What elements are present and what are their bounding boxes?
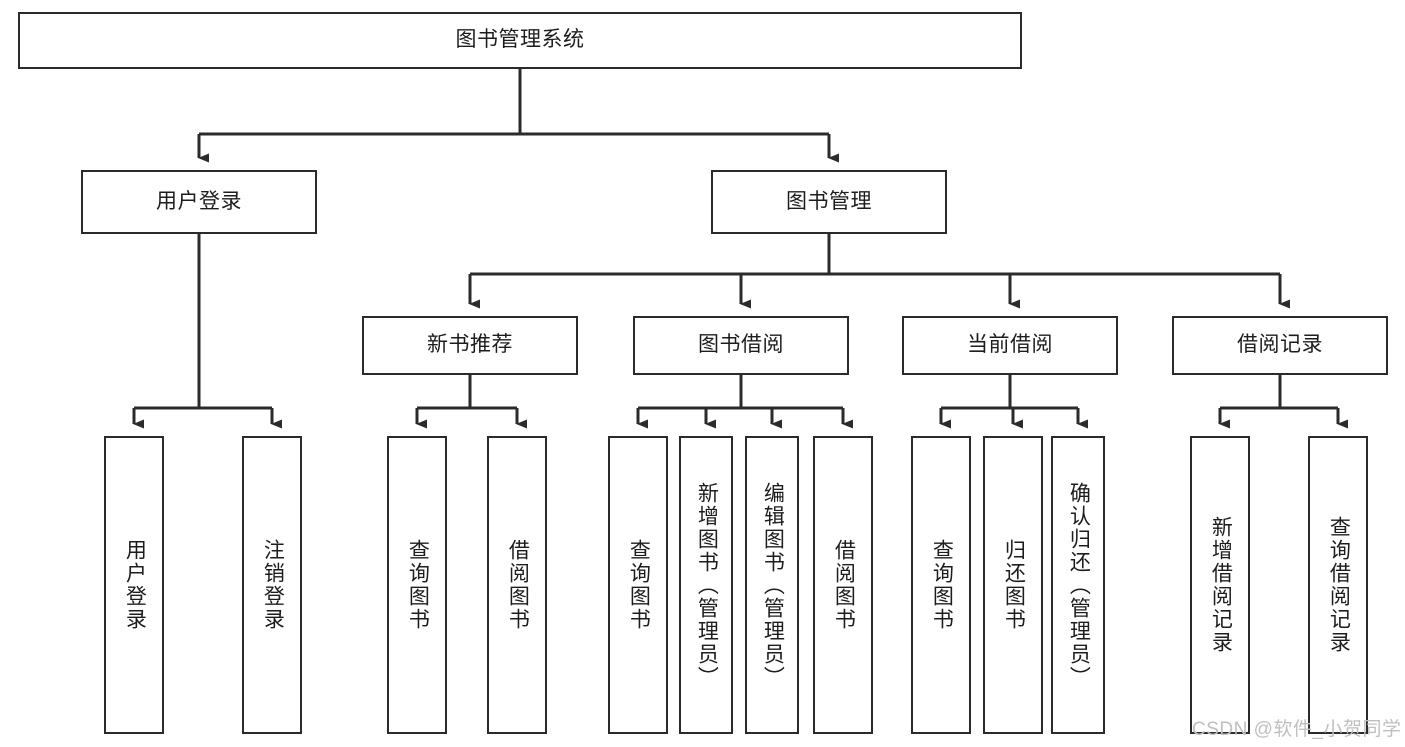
- node-label: 查询图书: [930, 539, 954, 631]
- node-leaf-borrow-book-1[interactable]: 借阅图书: [487, 436, 547, 734]
- node-label: 图书管理系统: [455, 28, 585, 52]
- node-book-borrow[interactable]: 图书借阅: [633, 316, 849, 375]
- node-leaf-edit-book[interactable]: 编辑图书（管理员）: [745, 436, 799, 734]
- node-leaf-return-book[interactable]: 归还图书: [983, 436, 1043, 734]
- node-new-book-recommend[interactable]: 新书推荐: [362, 316, 578, 375]
- node-leaf-query-book-2[interactable]: 查询图书: [608, 436, 668, 734]
- node-label: 归还图书: [1002, 539, 1026, 631]
- node-leaf-borrow-book-2[interactable]: 借阅图书: [813, 436, 873, 734]
- node-root-root[interactable]: 图书管理系统: [18, 12, 1022, 69]
- node-leaf-query-book-3[interactable]: 查询图书: [911, 436, 971, 734]
- node-label: 确认归还（管理员）: [1067, 481, 1091, 689]
- node-label: 当前借阅: [967, 333, 1053, 357]
- node-leaf-query-record[interactable]: 查询借阅记录: [1308, 436, 1368, 734]
- node-label: 新书推荐: [427, 333, 513, 357]
- node-label: 借阅图书: [832, 539, 856, 631]
- node-label: 用户登录: [123, 539, 147, 631]
- node-label: 图书管理: [786, 189, 872, 213]
- node-leaf-add-record[interactable]: 新增借阅记录: [1190, 436, 1250, 734]
- node-borrow-record[interactable]: 借阅记录: [1172, 316, 1388, 375]
- node-leaf-query-book-1[interactable]: 查询图书: [387, 436, 447, 734]
- node-label: 新增借阅记录: [1209, 516, 1233, 654]
- connector-lines: [132, 69, 1348, 429]
- node-current-borrow[interactable]: 当前借阅: [902, 316, 1118, 375]
- node-label: 借阅记录: [1237, 333, 1323, 357]
- node-leaf-user-login[interactable]: 用户登录: [104, 436, 164, 734]
- node-label: 查询图书: [406, 539, 430, 631]
- node-label: 编辑图书（管理员）: [761, 481, 785, 689]
- node-leaf-add-book[interactable]: 新增图书（管理员）: [679, 436, 733, 734]
- node-label: 新增图书（管理员）: [695, 481, 719, 689]
- node-label: 图书借阅: [698, 333, 784, 357]
- node-leaf-logout[interactable]: 注销登录: [242, 436, 302, 734]
- node-label: 用户登录: [156, 189, 242, 213]
- node-user-login[interactable]: 用户登录: [81, 170, 317, 234]
- node-book-management[interactable]: 图书管理: [711, 170, 947, 234]
- node-label: 借阅图书: [506, 539, 530, 631]
- node-label: 查询借阅记录: [1327, 516, 1351, 654]
- node-leaf-confirm-return[interactable]: 确认归还（管理员）: [1051, 436, 1105, 734]
- node-label: 注销登录: [261, 539, 285, 631]
- node-label: 查询图书: [627, 539, 651, 631]
